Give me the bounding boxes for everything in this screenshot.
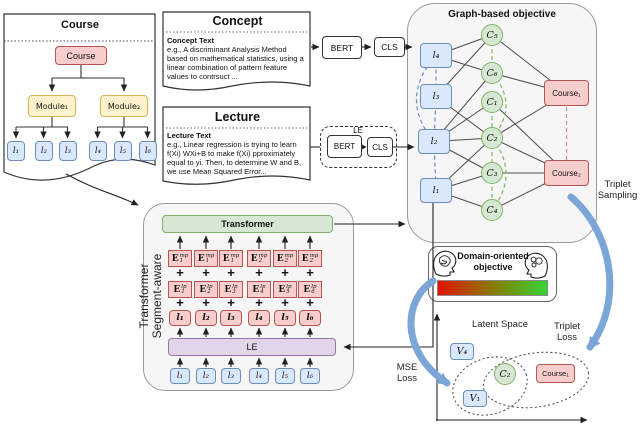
concept-node-C4: C₄ bbox=[481, 199, 503, 221]
plus-sign: + bbox=[255, 295, 263, 310]
course-doc-title: Course bbox=[61, 19, 99, 31]
input-lecture-box: l₄ bbox=[249, 368, 269, 384]
concept-node-C2: C₂ bbox=[481, 127, 503, 149]
plus-sign: + bbox=[281, 265, 289, 280]
latent-v1-node: V₁ bbox=[463, 390, 487, 407]
token-box: l₁ bbox=[169, 310, 191, 326]
module-1-label: Module₁ bbox=[35, 101, 69, 111]
lecture-node-l4: l₄ bbox=[420, 43, 452, 68]
plus-sign: + bbox=[202, 265, 210, 280]
lecture-leaf-node: l₁ bbox=[7, 141, 25, 161]
le-encoder-label: LE bbox=[353, 126, 363, 135]
cls-box-top: CLS bbox=[374, 37, 405, 57]
side-label-transformer: Transformer bbox=[137, 263, 151, 329]
lecture-node-l2: l₂ bbox=[418, 129, 450, 154]
module-node-1: Module₁ bbox=[28, 95, 76, 117]
lecture-leaf-node: l₃ bbox=[59, 141, 77, 161]
token-box: l₄ bbox=[248, 310, 270, 326]
latent-c2-node: C₂ bbox=[494, 363, 516, 385]
module-node-2: Module₂ bbox=[100, 95, 148, 117]
bert-box-top: BERT bbox=[322, 36, 362, 59]
token-box: l₃ bbox=[220, 310, 242, 326]
lecture-leaf-node: l₂ bbox=[35, 141, 53, 161]
input-lecture-box: l₃ bbox=[221, 368, 241, 384]
triplet-sampling-label: Triplet Sampling bbox=[597, 179, 638, 201]
plus-sign: + bbox=[227, 295, 235, 310]
concept-node-C5: C₅ bbox=[481, 24, 503, 46]
lecture-leaf-node: l₆ bbox=[139, 141, 157, 161]
concept-text-heading: Concept Text bbox=[167, 36, 214, 45]
plus-sign: + bbox=[306, 265, 314, 280]
cls-box-le: CLS bbox=[367, 137, 393, 157]
domain-title-line2: objective bbox=[473, 262, 513, 272]
concept-doc-title: Concept bbox=[212, 14, 263, 28]
latent-space-title: Latent Space bbox=[472, 319, 528, 330]
course-node-2: Course₂ bbox=[544, 160, 589, 186]
lecture-doc-title: Lecture bbox=[214, 110, 261, 124]
input-lecture-box: l₅ bbox=[275, 368, 295, 384]
latent-v4-node: V₄ bbox=[450, 343, 474, 360]
plus-sign: + bbox=[202, 295, 210, 310]
plus-sign: + bbox=[255, 265, 263, 280]
lecture-leaf-node: l₄ bbox=[89, 141, 107, 161]
concept-node-C6: C₆ bbox=[481, 62, 503, 84]
concept-text-body: e.g., A discriminant Analysis Method bas… bbox=[167, 45, 304, 81]
side-label-segment-aware: Segment-aware bbox=[150, 253, 164, 339]
domain-title-line1: Domain-oriented bbox=[457, 251, 529, 261]
input-lecture-box: l₂ bbox=[196, 368, 216, 384]
le-bar: LE bbox=[168, 338, 336, 356]
plus-sign: + bbox=[176, 265, 184, 280]
module-2-label: Module₂ bbox=[107, 101, 141, 111]
course-root-node: Course bbox=[55, 46, 107, 65]
transformer-bar: Transformer bbox=[162, 215, 333, 233]
token-box: l₆ bbox=[299, 310, 321, 326]
lecture-text-heading: Lecture Text bbox=[167, 131, 212, 140]
plus-sign: + bbox=[306, 295, 314, 310]
concept-node-C1: C₁ bbox=[481, 91, 503, 113]
latent-course1-node: Course₁ bbox=[536, 364, 575, 383]
token-box: l₂ bbox=[195, 310, 217, 326]
input-lecture-box: l₆ bbox=[300, 368, 320, 384]
lecture-text-body: e.g., Linear regression is trying to lea… bbox=[167, 140, 302, 176]
input-lecture-box: l₁ bbox=[170, 368, 190, 384]
knowledge-gradient-bar bbox=[437, 280, 548, 296]
triplet-loss-label: Triplet Loss bbox=[553, 321, 581, 343]
graph-panel-title: Graph-based objective bbox=[448, 9, 556, 20]
plus-sign: + bbox=[281, 295, 289, 310]
bert-box-le: BERT bbox=[327, 135, 362, 158]
concept-node-C3: C₃ bbox=[481, 162, 503, 184]
plus-sign: + bbox=[176, 295, 184, 310]
plus-sign: + bbox=[227, 265, 235, 280]
mse-loss-label: MSE Loss bbox=[396, 362, 418, 384]
course-root-label: Course bbox=[66, 50, 96, 61]
lecture-node-l1: l₁ bbox=[420, 178, 452, 203]
course-node-1: Course₁ bbox=[544, 80, 589, 106]
token-box: l₅ bbox=[274, 310, 296, 326]
lecture-leaf-node: l₅ bbox=[114, 141, 132, 161]
lecture-node-l3: l₃ bbox=[420, 84, 452, 109]
